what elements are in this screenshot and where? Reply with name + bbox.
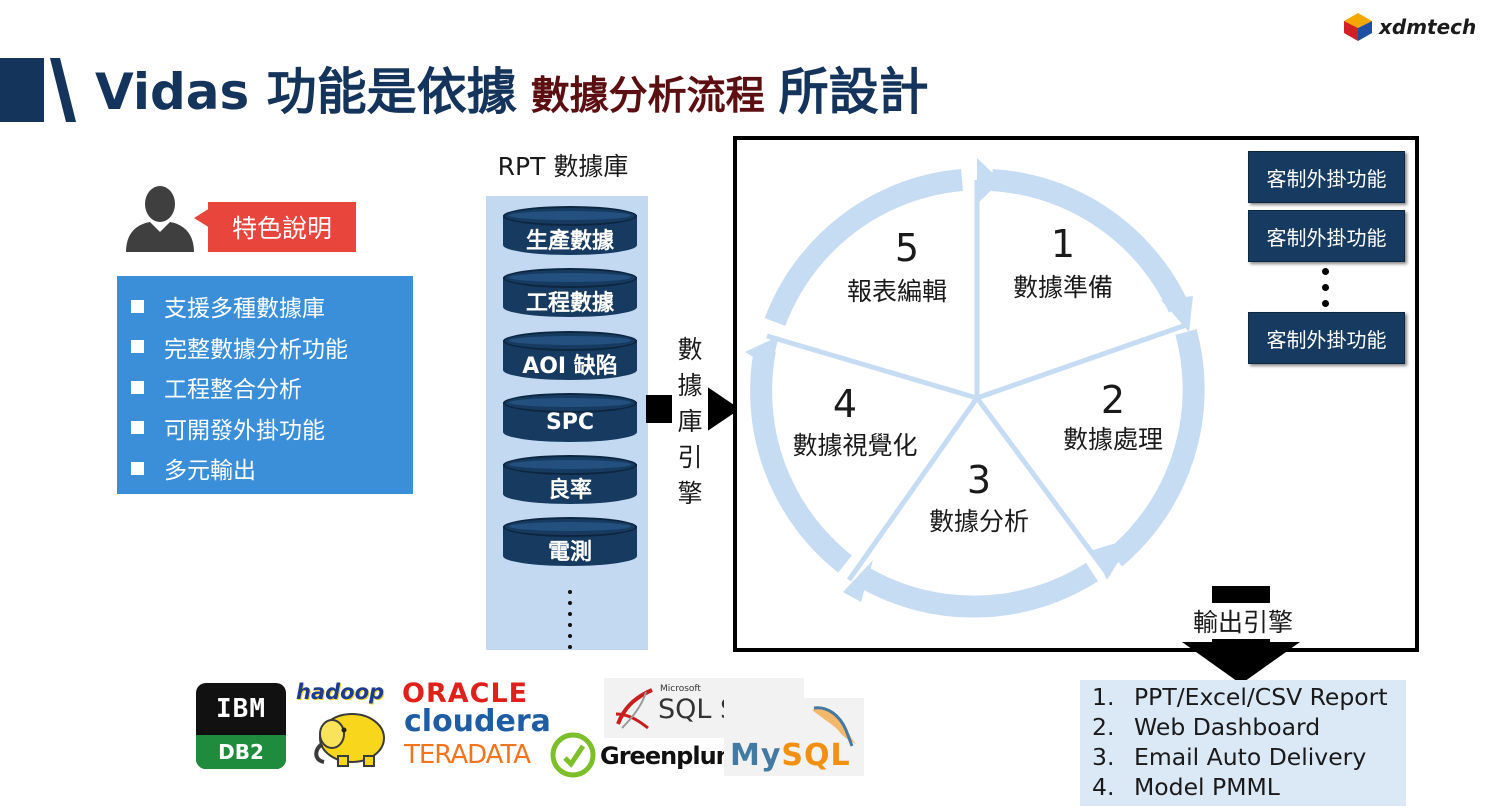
features-badge: 特色說明: [208, 202, 356, 252]
ellipsis-dot: [1322, 284, 1329, 291]
mysql-logo: MySQL: [724, 698, 864, 776]
database-cylinder: AOI 缺陷: [503, 331, 637, 386]
feature-label: 可開發外掛功能: [164, 417, 325, 444]
feature-label: 支援多種數據庫: [164, 296, 325, 323]
step-number: 4: [832, 382, 858, 426]
bullet-icon: [131, 421, 144, 435]
sql-server-icon: [615, 688, 653, 730]
output-item: 3. Email Auto Delivery: [1092, 742, 1406, 772]
engine-char: 擎: [677, 479, 703, 508]
more-databases-ellipsis: [568, 590, 574, 656]
database-cylinder: SPC: [503, 393, 637, 448]
bullet-icon: [131, 461, 144, 475]
greenplum-text: Greenplum: [600, 742, 741, 770]
output-item: 4. Model PMML: [1092, 772, 1406, 802]
bullet-icon: [131, 299, 144, 313]
database-label: SPC: [545, 410, 595, 435]
feature-item: 完整數據分析功能: [131, 327, 413, 368]
database-label: 電測: [547, 540, 592, 565]
database-label: AOI 缺陷: [522, 354, 618, 379]
engine-char: 庫: [672, 404, 708, 440]
database-cylinder: 良率: [503, 455, 637, 510]
output-text: Web Dashboard: [1134, 713, 1321, 741]
database-cylinder: 工程數據: [503, 268, 637, 323]
person-icon: [124, 182, 196, 254]
feature-item: 支援多種數據庫: [131, 286, 413, 327]
bullet-icon: [131, 340, 144, 354]
step-label: 數據準備: [1012, 273, 1113, 302]
database-cylinder: 生產數據: [503, 206, 637, 261]
output-number: 3.: [1092, 743, 1115, 771]
title-part-2: 數據分析流程: [530, 74, 765, 119]
analysis-cycle-frame: 1 數據準備 2 數據處理 3 數據分析 4 數據視覺化 5 報表編輯: [733, 136, 1419, 652]
output-text: Model PMML: [1134, 773, 1280, 801]
cycle-diagram: [745, 158, 1205, 618]
oracle-text: ORACLE: [402, 678, 529, 709]
output-text: Email Auto Delivery: [1134, 743, 1367, 771]
ibm-text: IBM: [216, 694, 266, 724]
output-number: 4.: [1092, 773, 1115, 801]
plugin-button[interactable]: 客制外掛功能: [1248, 151, 1405, 203]
title-accent-bar: [0, 58, 82, 122]
logo-mark-icon: [1343, 12, 1373, 42]
plugin-button[interactable]: 客制外掛功能: [1248, 210, 1405, 262]
output-number: 2.: [1092, 713, 1115, 741]
step-label: 數據分析: [928, 507, 1029, 536]
mysql-text: MySQL: [730, 738, 851, 773]
ellipsis-dot: [1322, 268, 1329, 275]
page-title: Vidas 功能是依據 數據分析流程 所設計: [95, 52, 929, 124]
engine-char: 數: [677, 335, 703, 364]
badge-pointer: [194, 208, 210, 228]
engine-char: 據: [672, 368, 708, 404]
step-label: 報表編輯: [846, 277, 947, 306]
output-item: 2. Web Dashboard: [1092, 712, 1406, 742]
step-number: 5: [894, 226, 920, 270]
output-text: PPT/Excel/CSV Report: [1134, 683, 1388, 711]
step-label: 數據處理: [1062, 425, 1163, 454]
database-cylinder: 電測: [503, 517, 637, 572]
feature-label: 工程整合分析: [164, 377, 302, 404]
database-label: 良率: [547, 478, 592, 503]
ellipsis-dot: [1322, 300, 1329, 307]
output-item: 1. PPT/Excel/CSV Report: [1092, 682, 1406, 712]
output-list: 1. PPT/Excel/CSV Report 2. Web Dashboard 3…: [1080, 680, 1406, 806]
title-part-1: Vidas 功能是依據: [95, 63, 517, 121]
database-label: 生產數據: [525, 229, 614, 254]
rpt-title: RPT 數據庫: [478, 142, 648, 188]
step-number: 1: [1050, 222, 1076, 266]
title-part-3: 所設計: [778, 63, 929, 121]
step-label: 數據視覺化: [792, 431, 918, 460]
features-list: 支援多種數據庫 完整數據分析功能 工程整合分析 可開發外掛功能 多元輸出: [117, 276, 413, 494]
hadoop-elephant-icon: [308, 706, 390, 768]
feature-item: 可開發外掛功能: [131, 408, 413, 449]
hadoop-text: hadoop: [296, 680, 385, 704]
ibm-db2-logo: IBM DB2: [196, 683, 286, 769]
mysql-dolphin-icon: [812, 706, 856, 747]
plugin-button[interactable]: 客制外掛功能: [1248, 312, 1405, 364]
greenplum-icon: [549, 732, 597, 778]
bullet-icon: [131, 380, 144, 394]
engine-char: 引: [672, 440, 708, 476]
output-number: 1.: [1092, 683, 1115, 711]
database-label: 工程數據: [525, 291, 614, 316]
step-number: 3: [966, 458, 992, 502]
feature-item: 多元輸出: [131, 448, 413, 489]
microsoft-text: Microsoft: [660, 684, 701, 694]
xdmtech-logo: xdmtech: [1343, 10, 1488, 44]
feature-label: 多元輸出: [164, 458, 256, 485]
teradata-text: TERADATA: [404, 740, 531, 770]
feature-label: 完整數據分析功能: [164, 336, 348, 363]
cloudera-text: cloudera: [404, 704, 551, 739]
step-number: 2: [1100, 378, 1126, 422]
output-engine-label: 輸出引擎: [1184, 603, 1302, 639]
feature-item: 工程整合分析: [131, 367, 413, 408]
db2-text: DB2: [196, 735, 286, 769]
database-engine-label: 數 據 庫 引 擎: [672, 332, 708, 512]
logo-text: xdmtech: [1379, 15, 1477, 39]
